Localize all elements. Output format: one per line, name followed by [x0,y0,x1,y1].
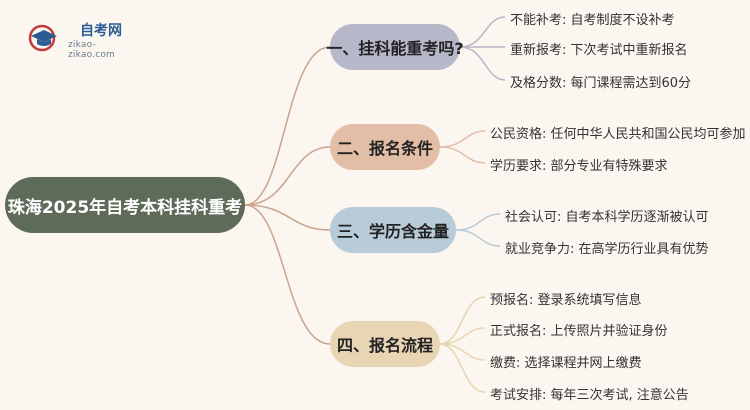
connector-root-b1 [244,46,331,206]
leaf-item: 公民资格: 任何中华人民共和国公民均可参加 [490,127,746,142]
branch-node-3: 三、学历含金量 [330,207,456,253]
connector-root-b4 [244,204,331,345]
leaf-item: 及格分数: 每门课程需达到60分 [510,76,692,91]
connector-b3-l1 [455,213,501,231]
logo-title: 自考网 [80,23,122,39]
leaf-item: 考试安排: 每年三次考试, 注意公告 [490,388,689,403]
branch-node-2: 二、报名条件 [330,124,440,170]
connector-root-b3 [244,204,331,231]
leaf-item: 重新报考: 下次考试中重新报名 [510,43,688,58]
connector-root-b2 [244,146,331,206]
leaf-item: 社会认可: 自考本科学历逐渐被认可 [505,210,709,225]
connector-b2-l1 [439,130,486,148]
leaf-item: 缴费: 选择课程并网上缴费 [490,356,642,371]
root-node: 珠海2025年自考本科挂科重考 [5,177,245,233]
leaf-item: 就业竞争力: 在高学历行业具有优势 [505,242,709,257]
leaf-item: 预报名: 登录系统填写信息 [490,293,642,308]
connector-b4-l4 [439,343,486,393]
leaf-item: 不能补考: 自考制度不设补考 [510,13,675,28]
branch-node-1: 一、挂科能重考吗? [326,24,464,70]
logo-url: zikao-zikao.com [68,40,116,60]
connector-b4-l1 [439,296,486,345]
connector-b1-l3 [459,46,506,81]
logo: 自考网 zikao-zikao.com [28,16,138,60]
connector-b4-l2 [439,327,486,345]
graduation-cap-icon [28,24,57,52]
connector-b1-l1 [459,16,506,48]
leaf-item: 学历要求: 部分专业有特殊要求 [490,159,668,174]
branch-node-4: 四、报名流程 [330,321,440,367]
leaf-item: 正式报名: 上传照片并验证身份 [490,324,668,339]
connector-b3-l2 [455,229,501,247]
connector-b2-l2 [439,146,486,164]
